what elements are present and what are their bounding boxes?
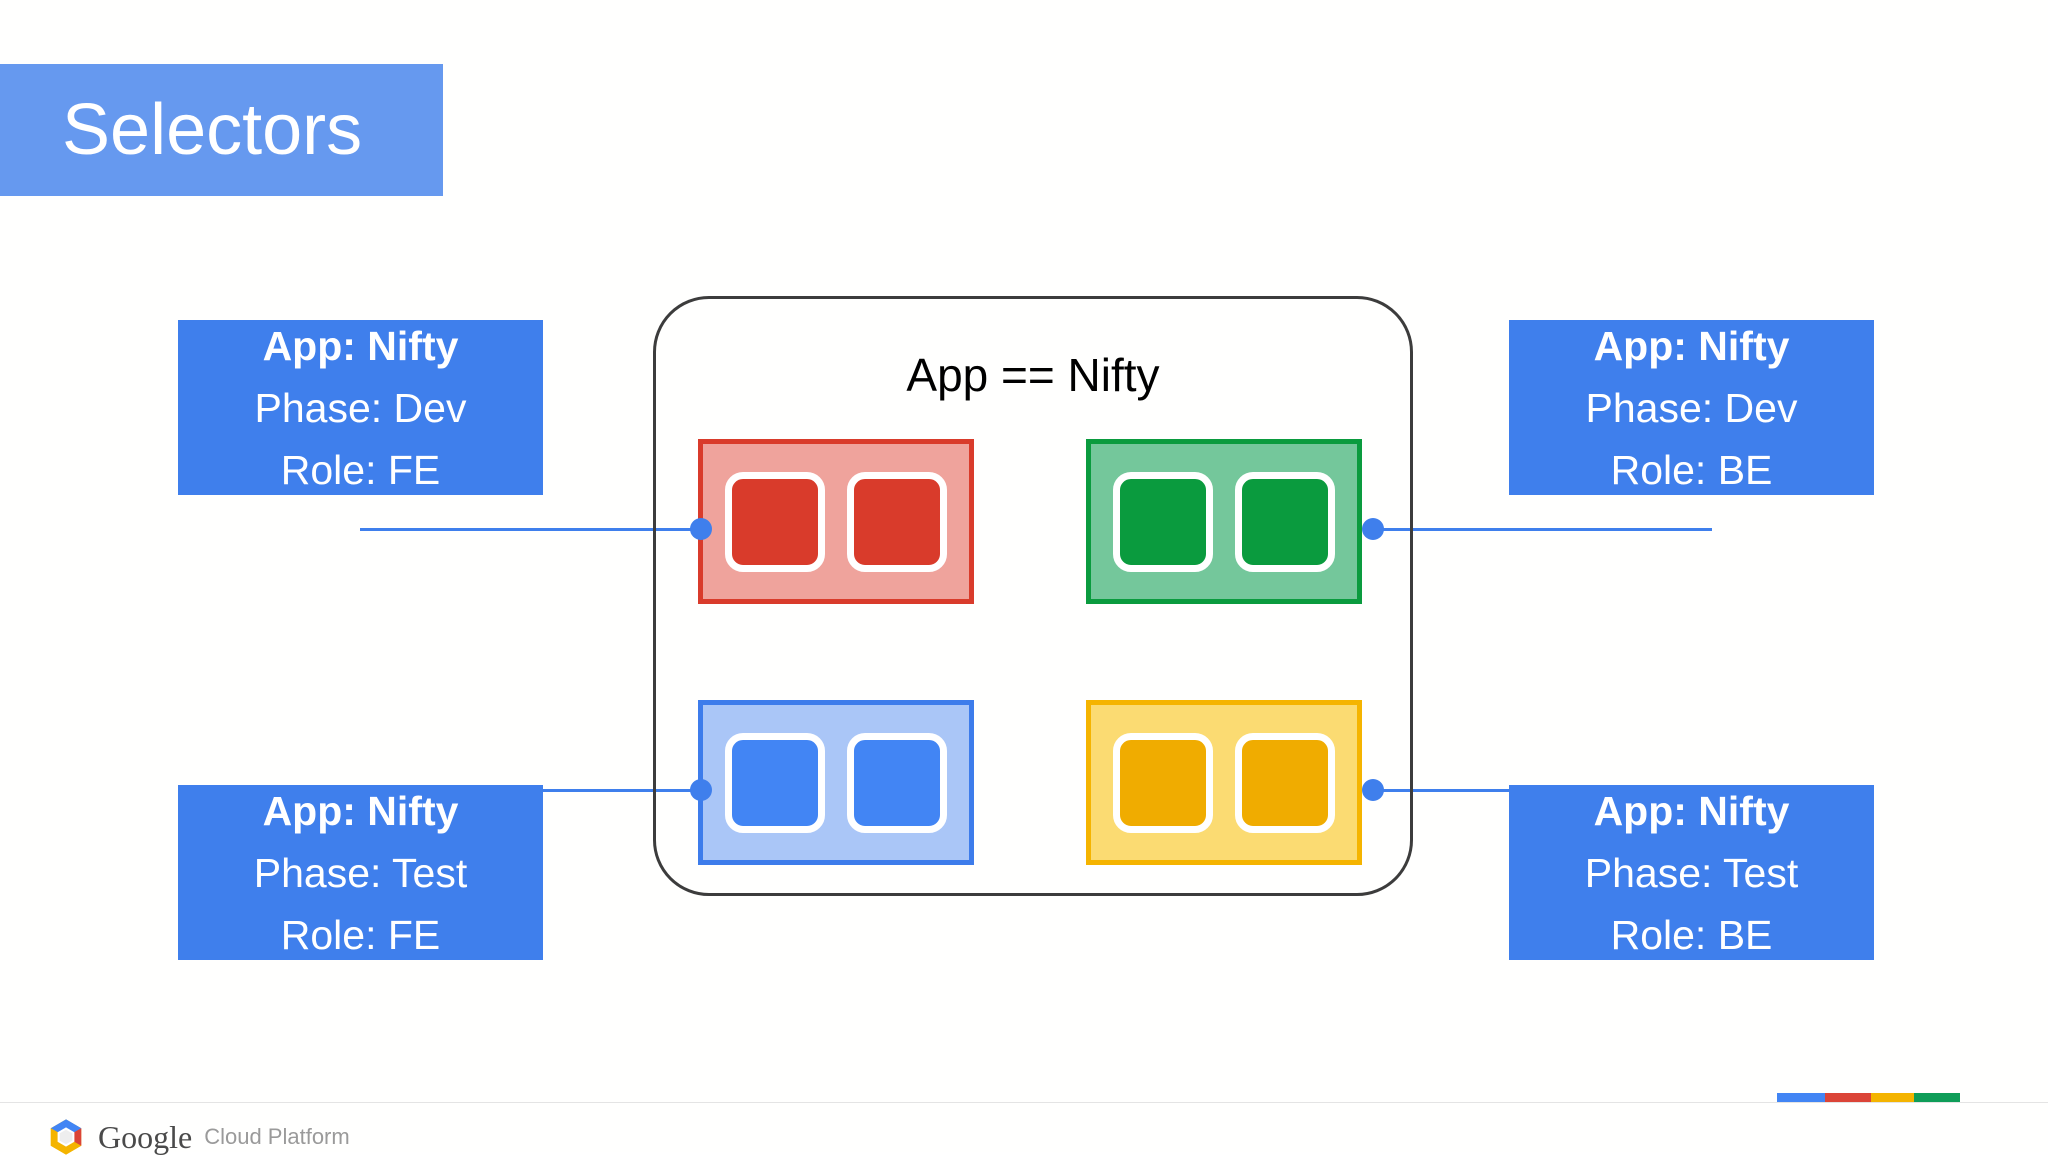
pod-group-backend-test[interactable] xyxy=(1086,700,1362,865)
selector-label-top-right[interactable]: App: Nifty Phase: Dev Role: BE xyxy=(1509,320,1874,495)
slide-title-box: Selectors xyxy=(0,64,443,196)
label-app: App: Nifty xyxy=(1593,322,1790,369)
connector-dot-bottom-left xyxy=(690,779,712,801)
brand-bar-yellow xyxy=(1871,1093,1915,1102)
cluster-boundary xyxy=(653,296,1413,896)
pod-group-frontend-test[interactable] xyxy=(698,700,974,865)
brand-color-bars xyxy=(1777,1093,1960,1102)
connector-dot-top-right xyxy=(1362,518,1384,540)
pod[interactable] xyxy=(1235,471,1335,572)
connector-dot-top-left xyxy=(690,518,712,540)
pod[interactable] xyxy=(725,471,825,572)
selector-label-bottom-right[interactable]: App: Nifty Phase: Test Role: BE xyxy=(1509,785,1874,960)
connector-dot-bottom-right xyxy=(1362,779,1384,801)
brand-bar-red xyxy=(1825,1093,1872,1102)
label-role: Role: FE xyxy=(280,911,441,958)
label-phase: Phase: Test xyxy=(253,849,468,896)
selector-label-top-left[interactable]: App: Nifty Phase: Dev Role: FE xyxy=(178,320,543,495)
connector-line-top-left xyxy=(360,528,700,531)
connector-line-top-right xyxy=(1372,528,1712,531)
brand-bar-blue xyxy=(1777,1093,1826,1102)
google-cloud-hexagon-icon xyxy=(50,1119,82,1155)
page-title: Selectors xyxy=(62,90,363,170)
label-app: App: Nifty xyxy=(1593,787,1790,834)
cloud-platform-wordmark: Cloud Platform xyxy=(204,1124,350,1149)
selector-expression: App == Nifty xyxy=(906,349,1160,401)
pod[interactable] xyxy=(847,471,947,572)
brand-bar-green xyxy=(1914,1093,1960,1102)
pod[interactable] xyxy=(1113,732,1213,833)
label-role: Role: FE xyxy=(280,446,441,493)
label-role: Role: BE xyxy=(1610,911,1773,958)
footer-divider xyxy=(0,1102,2048,1103)
pod[interactable] xyxy=(1235,732,1335,833)
pod[interactable] xyxy=(725,732,825,833)
google-wordmark: Google xyxy=(98,1119,193,1155)
label-app: App: Nifty xyxy=(262,322,459,369)
pod[interactable] xyxy=(1113,471,1213,572)
label-app: App: Nifty xyxy=(262,787,459,834)
selector-label-bottom-left[interactable]: App: Nifty Phase: Test Role: FE xyxy=(178,785,543,960)
pod[interactable] xyxy=(847,732,947,833)
label-role: Role: BE xyxy=(1610,446,1773,493)
label-phase: Phase: Dev xyxy=(1585,384,1798,431)
pod-group-backend-dev[interactable] xyxy=(1086,439,1362,604)
label-phase: Phase: Test xyxy=(1584,849,1799,896)
label-phase: Phase: Dev xyxy=(254,384,467,431)
google-cloud-platform-logo: Google Cloud Platform xyxy=(46,1117,350,1157)
pod-group-frontend-dev[interactable] xyxy=(698,439,974,604)
